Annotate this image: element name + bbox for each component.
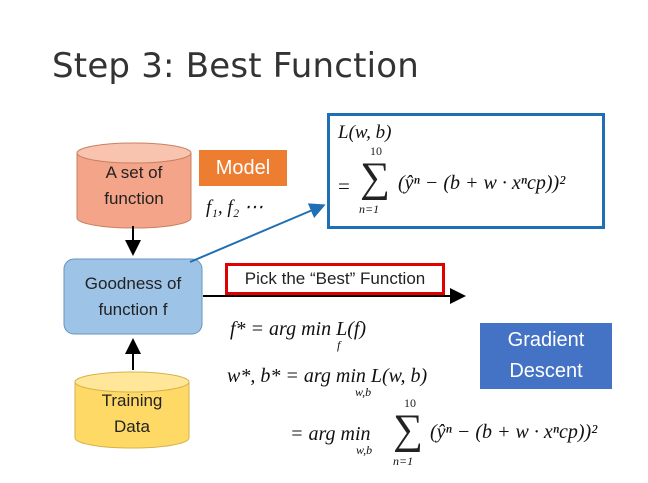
model-tag: Model — [199, 150, 287, 186]
expanded-equation-prefix: = arg min — [290, 423, 371, 445]
wb-star-subscript: w,b — [355, 385, 372, 399]
expanded-sum-icon: ∑ — [393, 407, 423, 453]
f-star-subscript: f — [337, 338, 341, 352]
wb-star-equation: w*, b* = arg min L(w, b) — [227, 365, 428, 387]
f-star-equation: f* = arg min L(f) — [230, 318, 367, 340]
pick-best-label: Pick the “Best” Function — [225, 263, 445, 295]
function-set-label: A set of function — [104, 163, 164, 208]
loss-header: L(w, b) — [338, 122, 392, 143]
page-title: Step 3: Best Function — [52, 46, 420, 86]
goodness-label: Goodness of function f — [84, 273, 182, 319]
expanded-subscript: w,b — [356, 443, 373, 457]
training-data-cylinder — [74, 371, 190, 449]
goodness-box — [63, 258, 203, 335]
loss-body: (ŷⁿ − (b + w · xⁿcp))² — [398, 172, 566, 194]
expanded-body: (ŷⁿ − (b + w · xⁿcp))² — [430, 421, 598, 443]
expanded-sum-upper: 10 — [404, 396, 416, 410]
training-data-label: Training Data — [101, 391, 163, 436]
expanded-sum-lower: n=1 — [393, 454, 414, 468]
loss-sum-upper: 10 — [370, 144, 382, 158]
loss-sum-icon: ∑ — [360, 155, 390, 201]
loss-sum-lower: n=1 — [359, 202, 380, 216]
arrow-to-loss — [189, 203, 326, 263]
function-candidates: f₁, f₂ ⋯ — [206, 197, 264, 218]
loss-equals: = — [338, 174, 350, 198]
loss-function-box: L(w, b) = 10 ∑ n=1 (ŷⁿ − (b + w · xⁿcp))… — [327, 113, 605, 229]
gradient-descent-tag: Gradient Descent — [480, 323, 612, 389]
